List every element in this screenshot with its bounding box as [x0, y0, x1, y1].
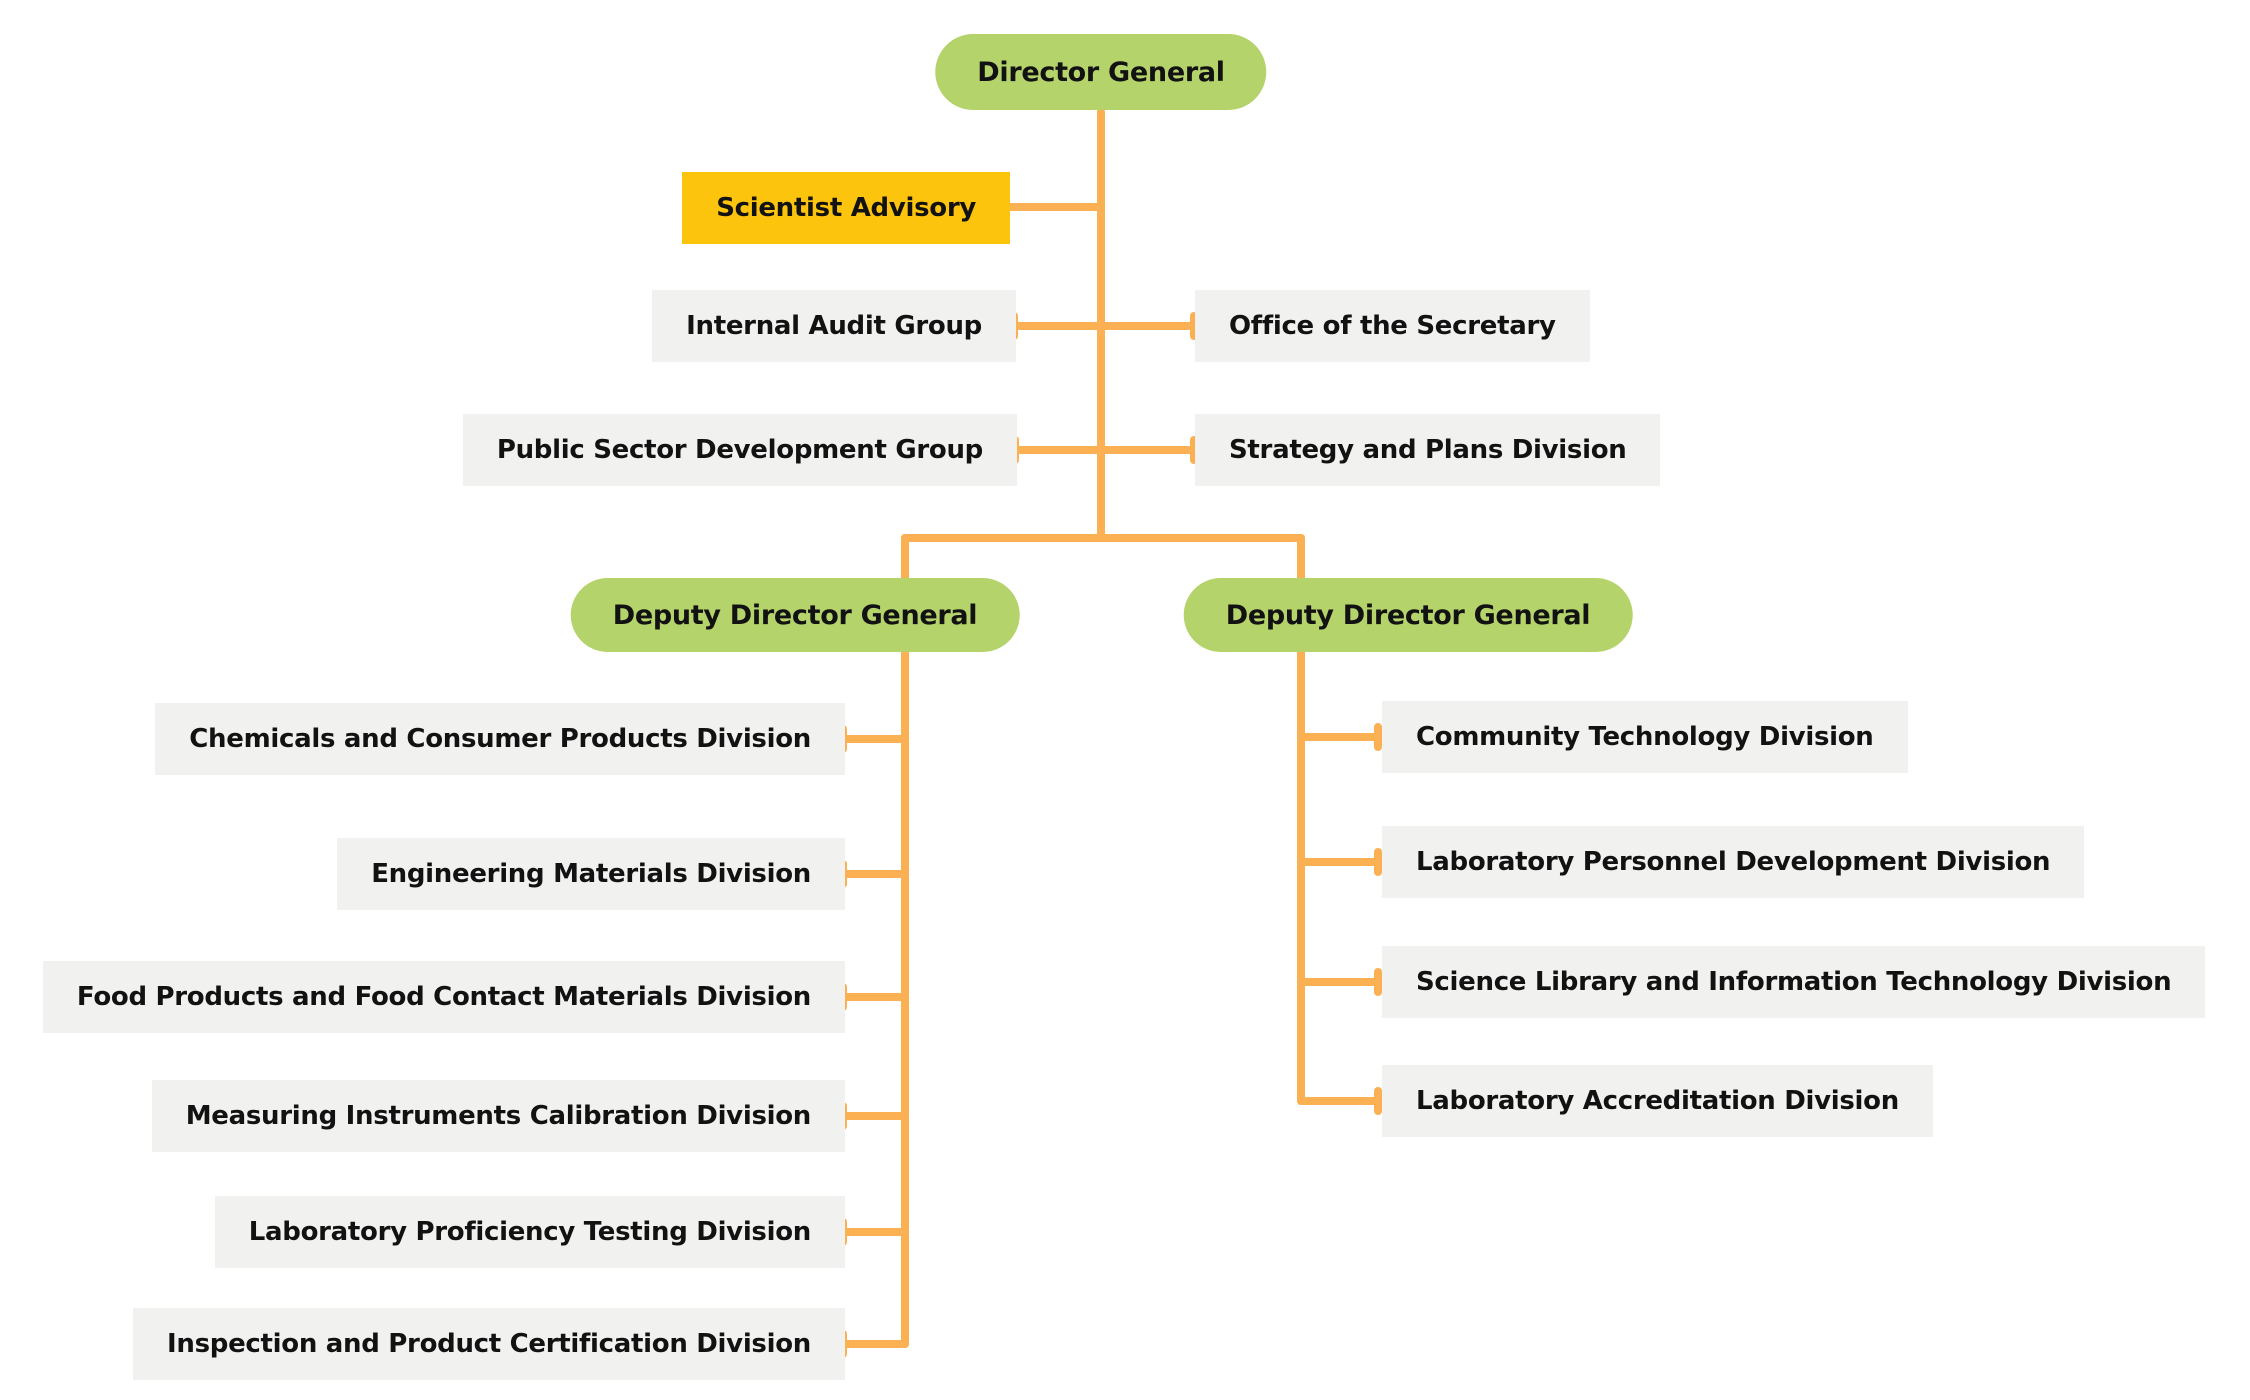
connector-left-stub-4 [843, 1112, 909, 1120]
connector-staff-row2 [1015, 446, 1194, 454]
connector-right-stub-4 [1297, 1097, 1382, 1105]
connector-split-bar [901, 534, 1305, 542]
connector-right-endcap-3 [1374, 968, 1382, 996]
node-laboratory-accreditation-division: Laboratory Accreditation Division [1382, 1065, 1933, 1137]
connector-right-stub-2 [1297, 858, 1382, 866]
node-community-technology-division: Community Technology Division [1382, 701, 1908, 773]
node-office-of-the-secretary: Office of the Secretary [1195, 290, 1590, 362]
connector-left-stub-5 [843, 1228, 909, 1236]
node-laboratory-proficiency-testing-division: Laboratory Proficiency Testing Division [214, 1196, 845, 1268]
node-director-general: Director General [935, 34, 1267, 110]
connector-right-stub-3 [1297, 978, 1382, 986]
node-internal-audit-group: Internal Audit Group [652, 290, 1016, 362]
connector-staff-row1 [1014, 322, 1194, 330]
node-inspection-and-product-certification-division: Inspection and Product Certification Div… [133, 1308, 845, 1380]
node-food-products-and-food-contact-materials-division: Food Products and Food Contact Materials… [42, 961, 845, 1033]
connector-right-endcap-4 [1374, 1087, 1382, 1115]
node-strategy-and-plans-division: Strategy and Plans Division [1195, 414, 1661, 486]
node-science-library-and-information-technology-division: Science Library and Information Technolo… [1382, 946, 2206, 1018]
connector-left-stub-2 [843, 870, 909, 878]
node-deputy-director-general-right: Deputy Director General [1183, 578, 1633, 652]
connector-left-stub-3 [843, 993, 909, 1001]
node-laboratory-personnel-development-division: Laboratory Personnel Development Divisio… [1382, 826, 2085, 898]
node-deputy-director-general-left: Deputy Director General [570, 578, 1020, 652]
node-chemicals-and-consumer-products-division: Chemicals and Consumer Products Division [155, 703, 845, 775]
connector-staff-row1-right-endcap [1190, 312, 1198, 340]
node-public-sector-development-group: Public Sector Development Group [462, 414, 1017, 486]
connector-right-branch-trunk [1297, 534, 1305, 1105]
connector-right-stub-1 [1297, 733, 1382, 741]
connector-right-endcap-1 [1374, 723, 1382, 751]
connector-left-stub-6 [843, 1340, 909, 1348]
node-engineering-materials-division: Engineering Materials Division [337, 838, 845, 910]
connector-right-endcap-2 [1374, 848, 1382, 876]
connector-staff-row2-right-endcap [1190, 436, 1198, 464]
connector-left-stub-1 [843, 735, 909, 743]
connector-left-branch-trunk [901, 534, 909, 1348]
node-scientist-advisory: Scientist Advisory [682, 172, 1010, 244]
connector-advisory-stub [1006, 203, 1105, 211]
node-measuring-instruments-calibration-division: Measuring Instruments Calibration Divisi… [151, 1080, 845, 1152]
